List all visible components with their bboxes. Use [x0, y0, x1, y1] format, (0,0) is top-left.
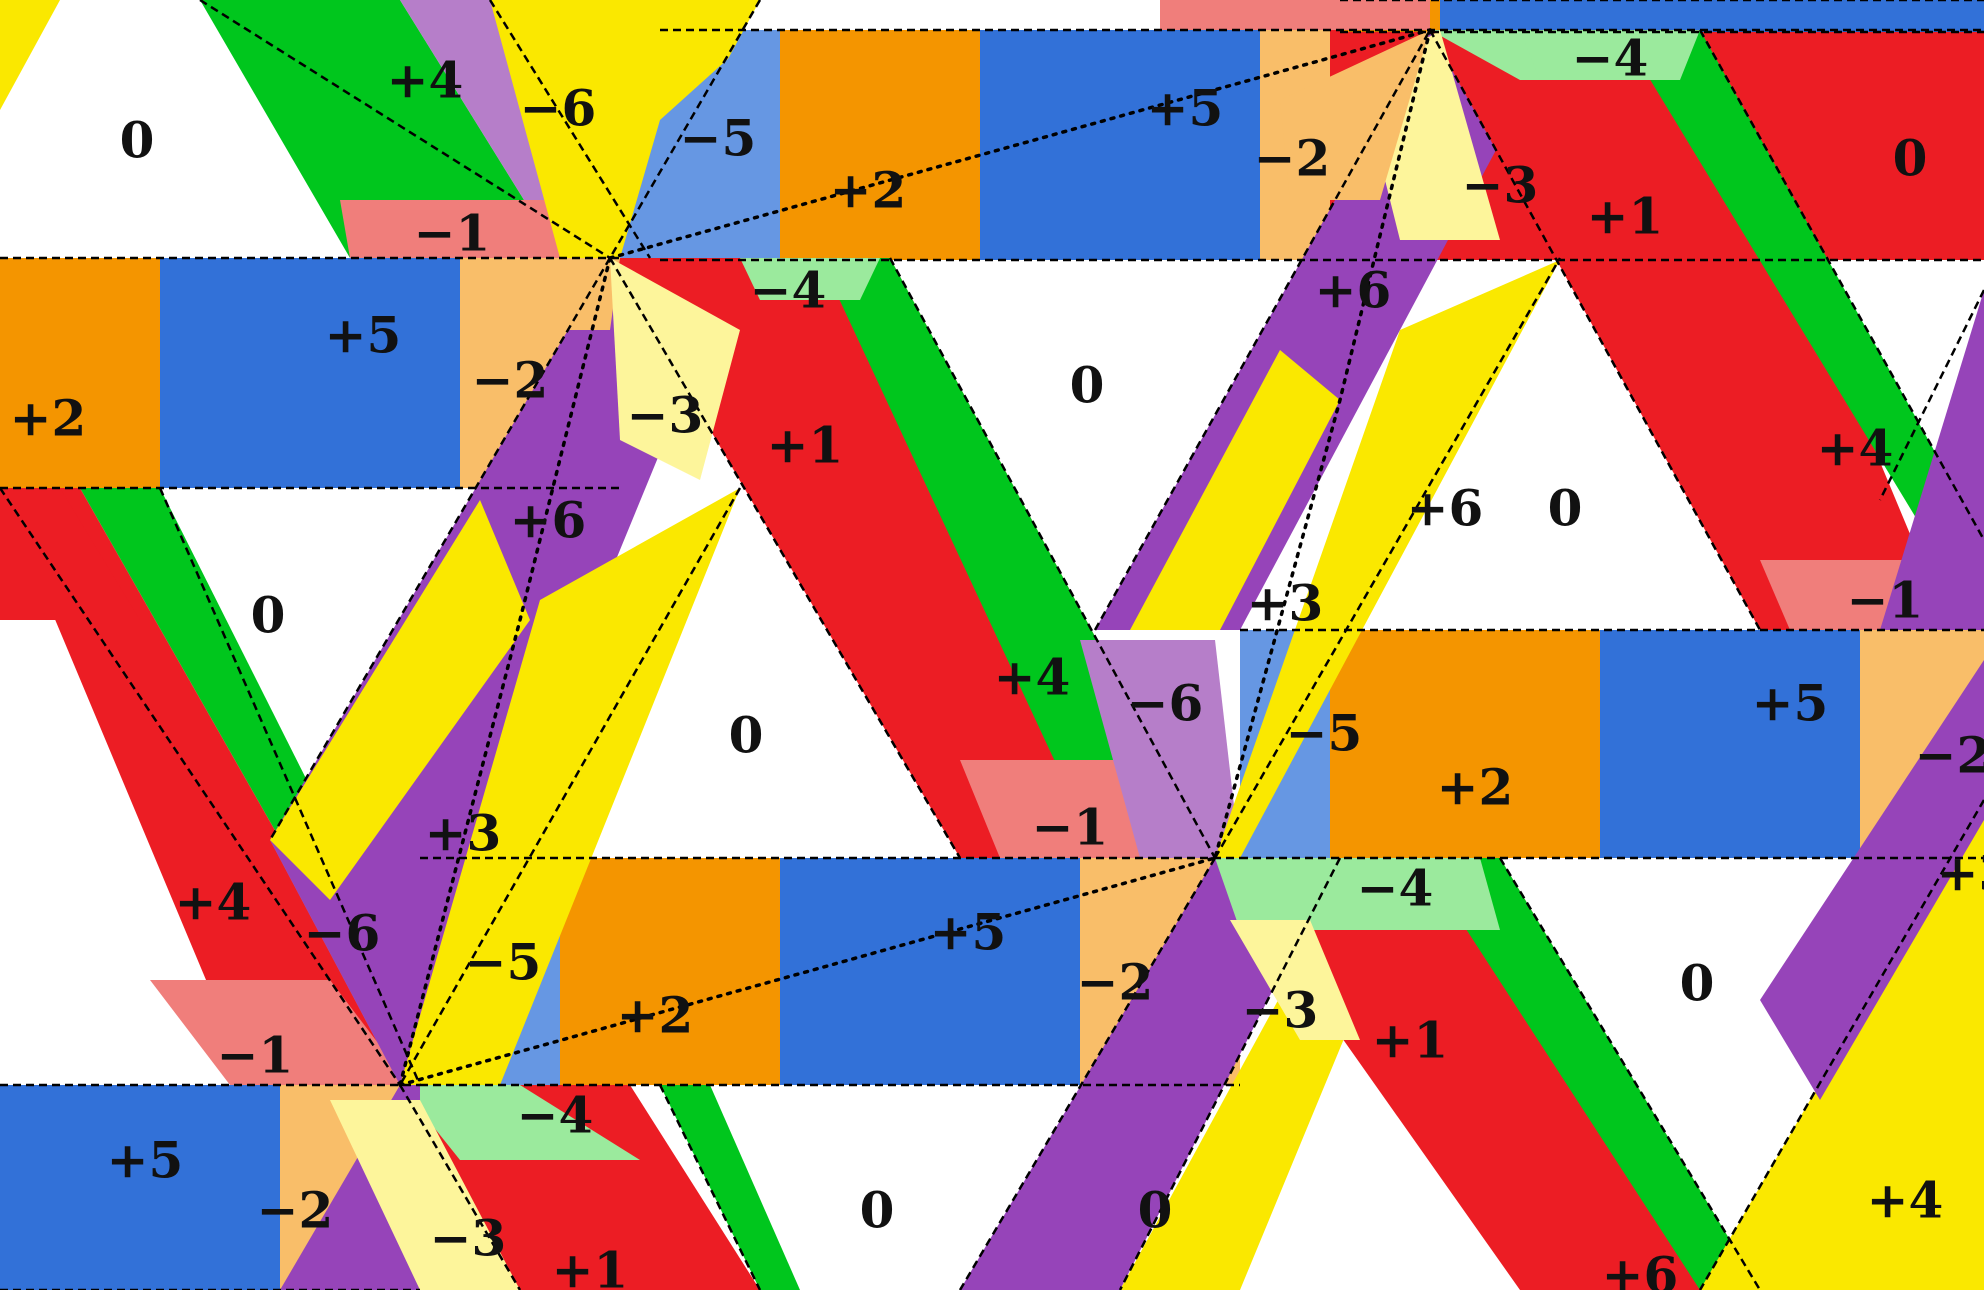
region-label: +5 — [1752, 674, 1829, 733]
region-label: +2 — [617, 986, 694, 1045]
band-piece — [780, 858, 1080, 1085]
region-label: −4 — [517, 1086, 594, 1145]
band-piece — [980, 30, 1260, 260]
region-label: −1 — [217, 1026, 294, 1085]
region-label: −2 — [1254, 129, 1331, 188]
region-label: 0 — [120, 111, 155, 170]
region-label: −5 — [680, 109, 757, 168]
region-label: 0 — [1893, 129, 1928, 188]
region-label: 0 — [729, 706, 764, 765]
region-label: +5 — [930, 903, 1007, 962]
band-piece — [780, 30, 980, 260]
region-label: −3 — [1462, 156, 1539, 215]
region-label: +3 — [1937, 844, 1984, 903]
region-label: +6 — [510, 491, 587, 550]
region-label: 0 — [860, 1181, 895, 1240]
region-label: −6 — [304, 904, 381, 963]
region-label: +4 — [175, 873, 252, 932]
region-label: +2 — [1437, 758, 1514, 817]
region-label: +4 — [1867, 1171, 1944, 1230]
region-label: +4 — [1817, 419, 1894, 478]
region-label: +1 — [767, 416, 844, 475]
band-piece — [1440, 0, 1984, 32]
region-label: −3 — [1242, 981, 1319, 1040]
region-label: −3 — [430, 1209, 507, 1268]
region-label: +5 — [107, 1131, 184, 1190]
region-label: −5 — [1286, 704, 1363, 763]
region-label: −6 — [520, 79, 597, 138]
region-label: 0 — [1138, 1181, 1173, 1240]
region-label: +1 — [1587, 187, 1664, 246]
region-label: +4 — [994, 648, 1071, 707]
region-label: +6 — [1602, 1246, 1679, 1290]
region-label: −4 — [1572, 29, 1649, 88]
region-label: +5 — [1147, 79, 1224, 138]
region-label: +6 — [1407, 479, 1484, 538]
region-label: −5 — [465, 933, 542, 992]
region-label: +1 — [1372, 1011, 1449, 1070]
band-piece — [0, 258, 160, 488]
region-label: +6 — [1315, 261, 1392, 320]
band-piece — [560, 858, 780, 1085]
region-label: +3 — [425, 804, 502, 863]
region-label: −2 — [472, 351, 549, 410]
region-label: −3 — [627, 386, 704, 445]
band-piece — [1330, 630, 1600, 858]
region-label: 0 — [1548, 479, 1583, 538]
region-label: +2 — [10, 389, 87, 448]
region-label: +5 — [325, 306, 402, 365]
region-label: −1 — [414, 204, 491, 263]
region-label: −2 — [1915, 726, 1984, 785]
region-label: +4 — [387, 51, 464, 110]
region-label: +2 — [830, 161, 907, 220]
region-label: +3 — [1247, 574, 1324, 633]
region-label: −1 — [1032, 798, 1109, 857]
region-label: −2 — [1077, 953, 1154, 1012]
region-label: +1 — [552, 1241, 629, 1290]
region-label: −4 — [750, 261, 827, 320]
band-piece — [160, 258, 460, 488]
region-label: −4 — [1357, 859, 1434, 918]
region-label: 0 — [251, 586, 286, 645]
region-label: −1 — [1847, 571, 1924, 630]
band-piece — [0, 0, 60, 110]
region-label: −2 — [257, 1181, 334, 1240]
region-label: 0 — [1680, 954, 1715, 1013]
region-label: 0 — [1070, 356, 1105, 415]
band-piece — [1160, 0, 1430, 30]
region-label: −6 — [1127, 674, 1204, 733]
band-piece — [1600, 630, 1860, 858]
